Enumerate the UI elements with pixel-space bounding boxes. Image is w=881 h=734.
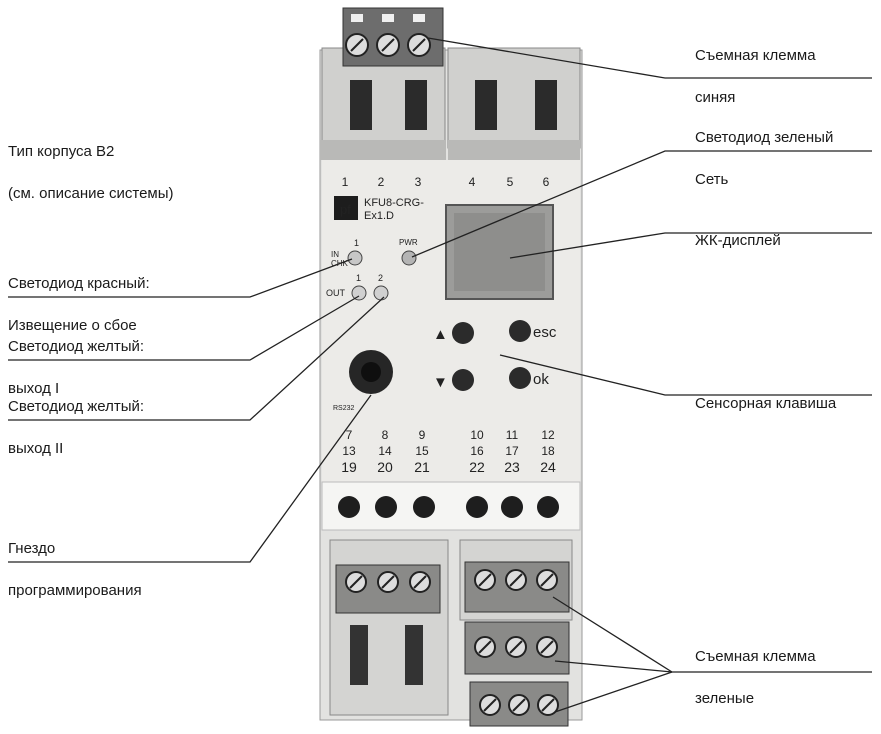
callout-yellow-led-2-line-1: Светодиод желтый: (8, 396, 144, 417)
callout-housing: Тип корпуса B2 (см. описание системы) (8, 120, 174, 225)
key-ok[interactable] (509, 367, 531, 389)
callout-green-led-line-2: Сеть (695, 169, 833, 190)
callout-lcd-line-1: ЖК-дисплей (695, 230, 781, 251)
blue-terminal-tab-2 (382, 14, 394, 22)
terminal-number-21: 21 (414, 459, 430, 475)
key-esc-label: esc (533, 324, 557, 341)
top-ridge-left (320, 140, 446, 160)
terminal-number-17: 17 (505, 444, 519, 458)
callout-blue-terminal-line-1: Съемная клемма (695, 45, 816, 66)
callout-yellow-led-2: Светодиод желтый: выход II (8, 375, 144, 480)
terminal-number-13: 13 (342, 444, 356, 458)
blue-terminal-tab-3 (413, 14, 425, 22)
key-esc[interactable] (509, 320, 531, 342)
top-slot-4 (535, 80, 557, 130)
top-slot-3 (475, 80, 497, 130)
top-slot-2 (405, 80, 427, 130)
callout-housing-line-2: (см. описание системы) (8, 183, 174, 204)
led-pwr-label: PWR (399, 238, 418, 247)
terminal-number-22: 22 (469, 459, 485, 475)
model-line-2: Ex1.D (364, 210, 394, 222)
top-slot-1 (350, 80, 372, 130)
callout-red-led-line-1: Светодиод красный: (8, 273, 150, 294)
terminal-number-8: 8 (382, 428, 389, 442)
callout-green-led: Светодиод зеленый Сеть (695, 106, 833, 211)
terminal-number-9: 9 (419, 428, 426, 442)
screw-hole-6 (537, 496, 559, 518)
lower-slot-left-b (405, 625, 423, 685)
key-up-arrow: ▲ (433, 326, 448, 343)
terminal-number-7: 7 (346, 428, 353, 442)
callout-lcd: ЖК-дисплей (695, 209, 781, 272)
lower-slot-left-a (350, 625, 368, 685)
callout-green-led-line-1: Светодиод зеленый (695, 127, 833, 148)
socket-label: RS232 (333, 405, 355, 412)
terminal-number-4: 4 (469, 175, 476, 189)
callout-programming-socket-line-2: программирования (8, 580, 142, 601)
callout-blue-terminal-line-2: синяя (695, 87, 816, 108)
callout-yellow-led-2-line-2: выход II (8, 438, 144, 459)
logo-glyph: pf (340, 202, 351, 217)
callout-yellow-led-1-line-1: Светодиод желтый: (8, 336, 144, 357)
led-out-1 (352, 286, 366, 300)
led-out-number-2: 2 (378, 273, 383, 283)
key-ok-label: ok (533, 371, 549, 388)
terminal-number-20: 20 (377, 459, 393, 475)
top-connector-right (448, 48, 580, 148)
led-in-chk (348, 251, 362, 265)
led-out-number-1: 1 (356, 273, 361, 283)
led-out-2 (374, 286, 388, 300)
terminal-number-10: 10 (470, 428, 484, 442)
key-down[interactable] (452, 369, 474, 391)
terminal-number-23: 23 (504, 459, 520, 475)
model-line-1: KFU8-CRG- (364, 197, 424, 209)
terminal-number-3: 3 (415, 175, 422, 189)
callout-programming-socket: Гнездо программирования (8, 517, 142, 622)
callout-green-terminal: Съемная клемма зеленые (695, 625, 816, 730)
programming-socket-inner (361, 362, 381, 382)
terminal-number-24: 24 (540, 459, 556, 475)
callout-housing-line-1: Тип корпуса B2 (8, 141, 174, 162)
callout-touch-key: Сенсорная клавиша (695, 372, 836, 435)
terminal-number-1: 1 (342, 175, 349, 189)
screw-hole-1 (338, 496, 360, 518)
terminal-number-16: 16 (470, 444, 484, 458)
callout-green-terminal-line-2: зеленые (695, 688, 816, 709)
terminal-number-11: 11 (506, 428, 519, 442)
terminal-number-14: 14 (378, 444, 392, 458)
screw-hole-3 (413, 496, 435, 518)
callout-programming-socket-line-1: Гнездо (8, 538, 142, 559)
blue-terminal-tab-1 (351, 14, 363, 22)
terminal-number-15: 15 (415, 444, 429, 458)
callout-touch-key-line-1: Сенсорная клавиша (695, 393, 836, 414)
screw-hole-2 (375, 496, 397, 518)
led-out-label: OUT (326, 288, 346, 298)
led-in-label: IN (331, 250, 339, 259)
screw-hole-4 (466, 496, 488, 518)
terminal-number-2: 2 (378, 175, 385, 189)
key-up[interactable] (452, 322, 474, 344)
terminal-number-6: 6 (543, 175, 550, 189)
lcd-glass (454, 213, 545, 291)
led-in-number: 1 (354, 238, 359, 248)
key-down-arrow: ▼ (433, 374, 448, 391)
terminal-number-5: 5 (507, 175, 514, 189)
led-pwr (402, 251, 416, 265)
top-ridge-right (448, 140, 580, 160)
terminal-number-18: 18 (541, 444, 555, 458)
screw-hole-5 (501, 496, 523, 518)
terminal-number-19: 19 (341, 459, 357, 475)
callout-green-terminal-line-1: Съемная клемма (695, 646, 816, 667)
terminal-number-12: 12 (541, 428, 555, 442)
